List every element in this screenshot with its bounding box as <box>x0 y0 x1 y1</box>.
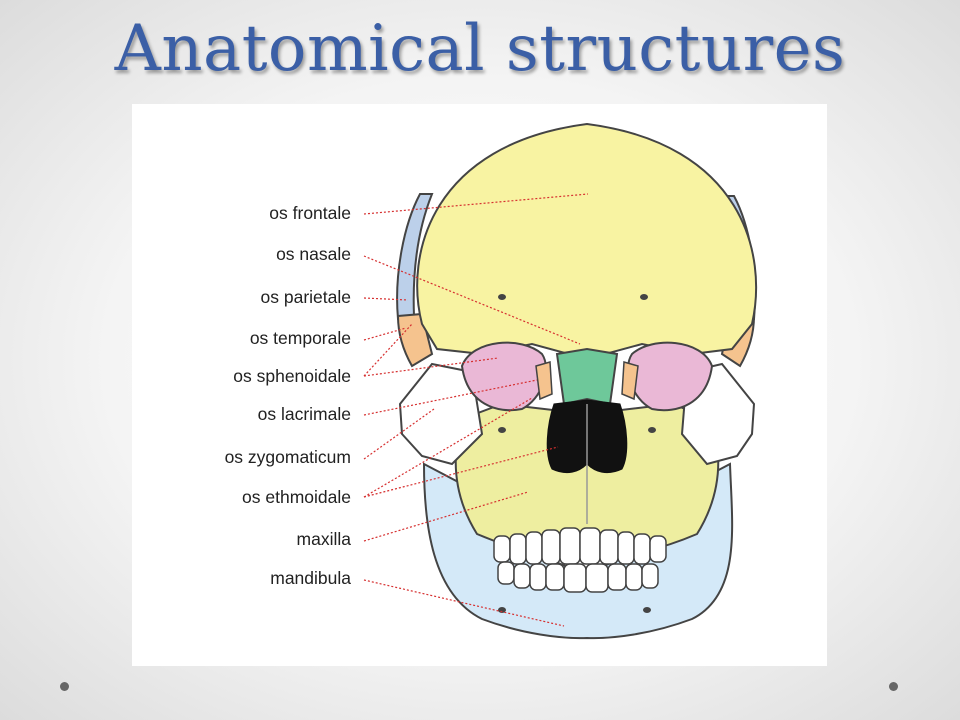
slide-corner-dot-left <box>60 682 69 691</box>
label-os-temporale: os temporale <box>249 328 351 348</box>
skull-illustration <box>363 122 758 640</box>
frontal-bone <box>416 122 758 361</box>
lacrimal-bone-right <box>621 361 639 401</box>
lacrimal-bone <box>535 361 553 401</box>
label-os-sphenoidale: os sphenoidale <box>233 366 351 386</box>
mandible-bone <box>422 462 734 640</box>
label-os-zygomaticum: os zygomaticum <box>224 447 351 467</box>
label-os-ethmoidale: os ethmoidale <box>242 487 351 507</box>
label-os-lacrimale: os lacrimale <box>257 404 351 424</box>
label-os-frontale: os frontale <box>269 203 351 223</box>
label-os-nasale: os nasale <box>276 244 351 264</box>
label-os-parietale: os parietale <box>260 287 351 307</box>
teeth <box>493 527 667 593</box>
slide-corner-dot-right <box>889 682 898 691</box>
label-maxilla: maxilla <box>296 529 351 549</box>
slide-title: Anatomical structures <box>114 12 846 86</box>
label-mandibula: mandibula <box>270 568 351 588</box>
skull-diagram: os frontale os nasale os parietale os te… <box>132 104 827 666</box>
nasal-bone <box>555 347 619 406</box>
leader-lines <box>363 193 589 627</box>
